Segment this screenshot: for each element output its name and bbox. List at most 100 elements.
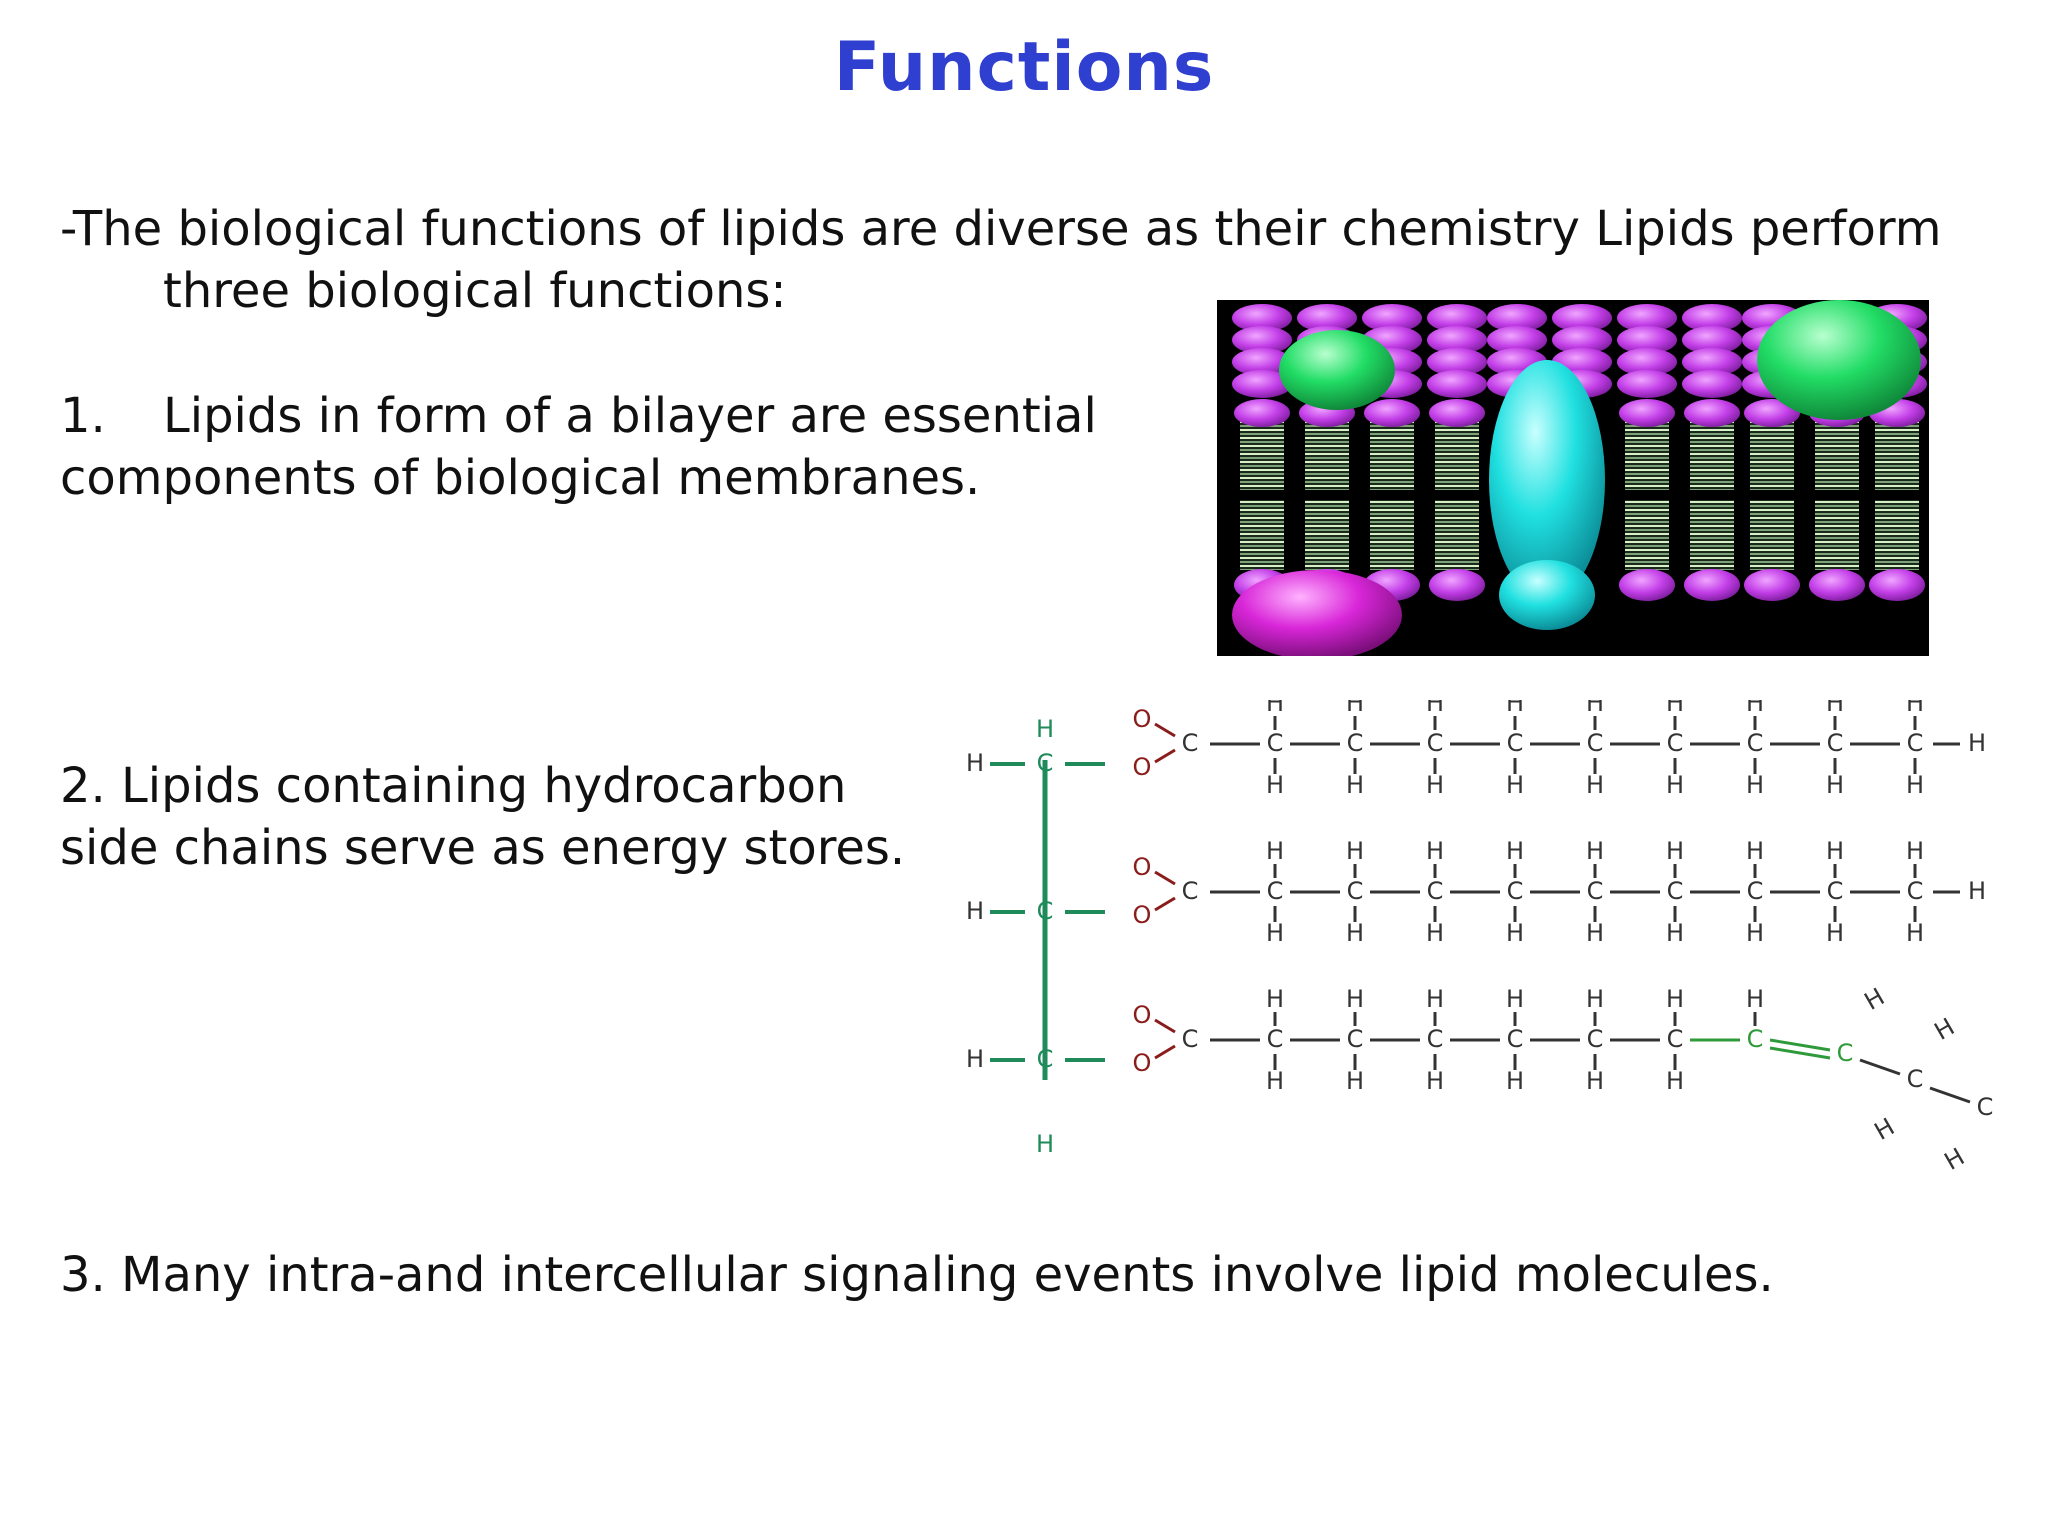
svg-text:H: H	[1506, 771, 1524, 799]
svg-text:C: C	[1267, 877, 1284, 905]
svg-text:H: H	[1666, 837, 1684, 865]
svg-text:H: H	[1746, 837, 1764, 865]
svg-text:H: H	[1426, 1067, 1444, 1095]
svg-text:H: H	[1506, 1067, 1524, 1095]
svg-text:H: H	[1586, 771, 1604, 799]
svg-text:O: O	[1133, 1049, 1152, 1077]
svg-text:H: H	[1906, 837, 1924, 865]
point-1-line-1: 1. Lipids in form of a bilayer are essent…	[60, 385, 1097, 447]
point-1-text: Lipids in form of a bilayer are essentia…	[163, 388, 1097, 444]
svg-text:H: H	[1746, 985, 1764, 1013]
svg-text:H: H	[1906, 771, 1924, 799]
svg-text:H: H	[1346, 1067, 1364, 1095]
svg-text:H: H	[1826, 837, 1844, 865]
svg-text:C: C	[1427, 1025, 1444, 1053]
svg-text:H: H	[1746, 919, 1764, 947]
svg-text:H: H	[1906, 700, 1924, 717]
svg-text:H: H	[1746, 771, 1764, 799]
point-1-line-2: components of biological membranes.	[60, 450, 981, 506]
svg-text:C: C	[1347, 1025, 1364, 1053]
svg-text:H: H	[1586, 837, 1604, 865]
svg-text:C: C	[1907, 1065, 1924, 1093]
svg-text:C: C	[1182, 1025, 1199, 1053]
svg-text:H: H	[1586, 985, 1604, 1013]
svg-text:C: C	[1667, 729, 1684, 757]
svg-text:O: O	[1133, 853, 1152, 881]
svg-text:C: C	[1347, 877, 1364, 905]
svg-text:H: H	[1346, 985, 1364, 1013]
svg-text:H: H	[1968, 729, 1986, 757]
svg-text:C: C	[1347, 729, 1364, 757]
svg-text:C: C	[1037, 1045, 1054, 1073]
svg-text:C: C	[1907, 729, 1924, 757]
svg-text:C: C	[1907, 877, 1924, 905]
svg-text:C: C	[1427, 877, 1444, 905]
svg-text:C: C	[1667, 1025, 1684, 1053]
svg-text:C: C	[1507, 877, 1524, 905]
svg-text:H: H	[1666, 985, 1684, 1013]
svg-text:C: C	[1507, 1025, 1524, 1053]
svg-text:O: O	[1133, 705, 1152, 733]
svg-text:C: C	[1977, 1093, 1994, 1121]
svg-text:C: C	[1267, 1025, 1284, 1053]
svg-text:C: C	[1427, 729, 1444, 757]
slide-title: Functions	[833, 28, 1215, 107]
svg-text:H: H	[1266, 700, 1284, 717]
svg-text:H: H	[1346, 700, 1364, 717]
svg-text:H: H	[1968, 877, 1986, 905]
svg-text:C: C	[1587, 877, 1604, 905]
svg-text:H: H	[1346, 919, 1364, 947]
svg-text:C: C	[1827, 729, 1844, 757]
svg-text:H: H	[1666, 1067, 1684, 1095]
svg-text:H: H	[1666, 700, 1684, 717]
svg-text:H: H	[1266, 771, 1284, 799]
svg-text:C: C	[1587, 1025, 1604, 1053]
svg-text:H: H	[1426, 919, 1444, 947]
intro-line-2: three biological functions:	[163, 263, 787, 319]
svg-text:C: C	[1507, 729, 1524, 757]
svg-text:C: C	[1747, 729, 1764, 757]
svg-text:H: H	[1036, 1130, 1054, 1158]
svg-text:H: H	[1266, 985, 1284, 1013]
svg-text:O: O	[1133, 753, 1152, 781]
svg-text:H: H	[1586, 1067, 1604, 1095]
svg-text:H: H	[1036, 715, 1054, 743]
svg-text:C: C	[1182, 877, 1199, 905]
svg-text:H: H	[1746, 700, 1764, 717]
svg-text:C: C	[1747, 877, 1764, 905]
svg-text:H: H	[1666, 771, 1684, 799]
svg-text:C: C	[1837, 1039, 1854, 1067]
svg-text:C: C	[1182, 729, 1199, 757]
point-1-number: 1.	[60, 388, 106, 444]
svg-text:H: H	[966, 749, 984, 777]
point-2-line-1: 2. Lipids containing hydrocarbon	[60, 758, 847, 814]
svg-text:H: H	[1826, 919, 1844, 947]
lipid-bilayer-illustration	[1217, 300, 1929, 656]
svg-text:H: H	[1266, 919, 1284, 947]
svg-text:H: H	[1506, 919, 1524, 947]
svg-text:H: H	[1266, 1067, 1284, 1095]
svg-text:H: H	[1906, 919, 1924, 947]
svg-text:C: C	[1037, 897, 1054, 925]
svg-text:C: C	[1587, 729, 1604, 757]
svg-text:H: H	[1586, 700, 1604, 717]
svg-text:H: H	[1506, 985, 1524, 1013]
point-2-line-2: side chains serve as energy stores.	[60, 820, 906, 876]
svg-text:H: H	[966, 1045, 984, 1073]
svg-text:H: H	[1826, 771, 1844, 799]
svg-text:H: H	[1426, 700, 1444, 717]
svg-text:H: H	[1586, 919, 1604, 947]
svg-text:H: H	[1870, 1112, 1900, 1145]
svg-text:C: C	[1267, 729, 1284, 757]
svg-text:C: C	[1827, 877, 1844, 905]
svg-text:H: H	[1930, 1012, 1960, 1045]
svg-text:H: H	[1426, 837, 1444, 865]
svg-text:H: H	[966, 897, 984, 925]
svg-text:O: O	[1133, 901, 1152, 929]
svg-text:C: C	[1667, 877, 1684, 905]
svg-text:H: H	[1426, 985, 1444, 1013]
svg-text:H: H	[1506, 700, 1524, 717]
point-3-line-1: 3. Many intra-and intercellular signalin…	[60, 1247, 1774, 1303]
